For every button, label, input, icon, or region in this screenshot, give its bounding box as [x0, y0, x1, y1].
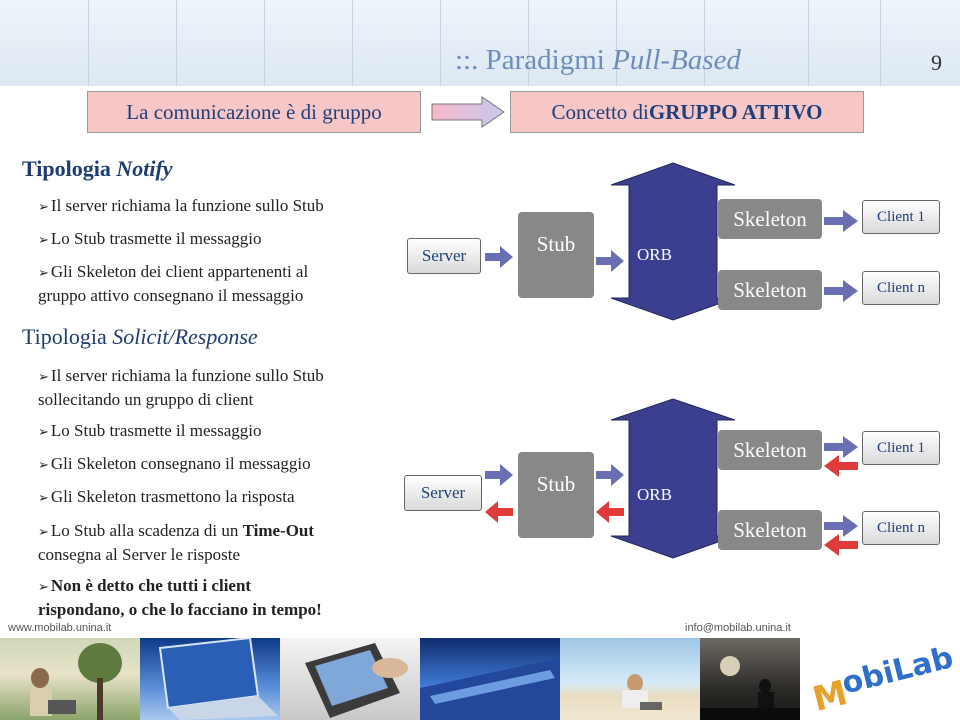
- request-arrow-icon: [596, 464, 624, 486]
- header-grid-line: [352, 0, 353, 86]
- photo-beach: [560, 638, 700, 720]
- solicit-bullet-text: Lo Stub trasmette il messaggio: [50, 421, 262, 440]
- notify-title-italic: Notify: [116, 156, 173, 181]
- website-link[interactable]: www.mobilab.unina.it: [8, 622, 112, 634]
- solicit-bullet-text: consegna al Server le risposte: [38, 545, 241, 564]
- orb-double-arrow-icon: [610, 398, 736, 559]
- client-1-box: Client 1: [862, 431, 940, 465]
- stub-box: Stub: [518, 212, 594, 298]
- notify-bullet-text: gruppo attivo consegnano il messaggio: [38, 286, 304, 305]
- photo-keyboard: [420, 638, 560, 720]
- bullet-arrow-icon: ➢: [38, 266, 49, 281]
- banner-right-text: Concetto di: [551, 99, 649, 124]
- photo-sunset-silhouette: [700, 638, 800, 720]
- server-box: Server: [404, 475, 482, 511]
- bullet-arrow-icon: ➢: [38, 200, 49, 215]
- response-arrow-icon: [485, 501, 513, 523]
- header-grid-line: [440, 0, 441, 86]
- banner-left: La comunicazione è di gruppo: [87, 91, 421, 133]
- solicit-bullet-text: rispondano, o che lo facciano in tempo!: [38, 600, 322, 619]
- bullet-arrow-icon: ➢: [38, 525, 49, 540]
- orb-double-arrow-icon: [610, 162, 736, 321]
- solicit-bullet: ➢Gli Skeleton consegnano il messaggio: [38, 453, 311, 477]
- bullet-arrow-icon: ➢: [38, 370, 49, 385]
- notify-bullet: ➢Gli Skeleton dei client appartenenti al…: [38, 261, 308, 307]
- slide-title-italic: Pull-Based: [612, 44, 741, 76]
- header-grid-line: [880, 0, 881, 86]
- slide-title: ::. Paradigmi Pull-Based: [455, 44, 741, 77]
- bullet-arrow-icon: ➢: [38, 580, 49, 595]
- skeleton-box: Skeleton: [718, 199, 822, 239]
- photo-strip: M obiLab: [0, 638, 960, 720]
- request-arrow-icon: [596, 250, 624, 272]
- header-grid-line: [264, 0, 265, 86]
- notify-bullet-text: Gli Skeleton dei client appartenenti al: [50, 262, 309, 281]
- mobilab-logo: M obiLab: [800, 638, 960, 720]
- header-grid-line: [616, 0, 617, 86]
- slide-title-prefix: ::. Paradigmi: [455, 44, 613, 76]
- skeleton-box: Skeleton: [718, 510, 822, 550]
- skeleton-box: Skeleton: [718, 270, 822, 310]
- notify-title-prefix: Tipologia: [22, 156, 117, 181]
- timeout-keyword: Time-Out: [242, 521, 315, 540]
- solicit-bullet: ➢Il server richiama la funzione sullo St…: [38, 365, 324, 411]
- photo-pda: [280, 638, 420, 720]
- banner-right-bold: GRUPPO ATTIVO: [648, 99, 823, 124]
- request-arrow-icon: [824, 210, 858, 232]
- bullet-arrow-icon: ➢: [38, 233, 49, 248]
- solicit-title-prefix: Tipologia: [22, 324, 113, 349]
- header-band: [0, 0, 960, 86]
- request-arrow-icon: [485, 246, 513, 268]
- response-arrow-icon: [596, 501, 624, 523]
- solicit-bullet-text: Gli Skeleton consegnano il messaggio: [50, 454, 311, 473]
- header-grid-line: [808, 0, 809, 86]
- banner-right: Concetto di GRUPPO ATTIVO: [510, 91, 864, 133]
- svg-text:obiLab: obiLab: [838, 640, 956, 701]
- orb-label: ORB: [637, 485, 672, 504]
- server-box: Server: [407, 238, 481, 274]
- header-grid-line: [88, 0, 89, 86]
- request-arrow-icon: [485, 464, 513, 486]
- header-grid-line: [176, 0, 177, 86]
- client-n-box: Client n: [862, 271, 940, 305]
- skeleton-box: Skeleton: [718, 430, 822, 470]
- response-arrow-icon: [824, 455, 858, 477]
- request-arrow-icon: [824, 280, 858, 302]
- request-arrow-icon: [824, 515, 858, 537]
- header-grid-line: [704, 0, 705, 86]
- solicit-bullet: ➢Lo Stub trasmette il messaggio: [38, 420, 262, 444]
- page-number: 9: [931, 50, 942, 75]
- notify-section-title: Tipologia Notify: [22, 156, 173, 182]
- solicit-bullet-text: Il server richiama la funzione sullo Stu…: [50, 366, 324, 385]
- photo-woman-laptop: [0, 638, 140, 720]
- bullet-arrow-icon: ➢: [38, 491, 49, 506]
- banner-arrow-icon: [431, 96, 505, 128]
- solicit-bullet: ➢Non è detto che tutti i client rispondan…: [38, 575, 322, 621]
- solicit-section-title: Tipologia Solicit/Response: [22, 324, 258, 350]
- notify-bullet-text: Lo Stub trasmette il messaggio: [50, 229, 262, 248]
- email-link[interactable]: info@mobilab.unina.it: [685, 622, 791, 634]
- photo-blue-laptop: [140, 638, 280, 720]
- client-1-box: Client 1: [862, 200, 940, 234]
- banner-left-text: La comunicazione è di gruppo: [126, 99, 382, 124]
- client-n-box: Client n: [862, 511, 940, 545]
- request-arrow-icon: [824, 436, 858, 458]
- notify-bullet: ➢Il server richiama la funzione sullo St…: [38, 195, 324, 219]
- notify-bullet: ➢Lo Stub trasmette il messaggio: [38, 228, 262, 252]
- solicit-bullet-text: Gli Skeleton trasmettono la risposta: [50, 487, 295, 506]
- solicit-bullet-text: Lo Stub alla scadenza di un: [50, 521, 243, 540]
- solicit-title-italic: Solicit/Response: [112, 324, 258, 349]
- bullet-arrow-icon: ➢: [38, 425, 49, 440]
- response-arrow-icon: [824, 534, 858, 556]
- notify-bullet-text: Il server richiama la funzione sullo Stu…: [50, 196, 324, 215]
- solicit-bullet: ➢Gli Skeleton trasmettono la risposta: [38, 486, 295, 510]
- solicit-bullet-text: sollecitando un gruppo di client: [38, 390, 254, 409]
- bullet-arrow-icon: ➢: [38, 458, 49, 473]
- header-grid-line: [528, 0, 529, 86]
- orb-label: ORB: [637, 245, 672, 264]
- solicit-bullet-text: Non è detto che tutti i client: [50, 576, 252, 595]
- stub-box: Stub: [518, 452, 594, 538]
